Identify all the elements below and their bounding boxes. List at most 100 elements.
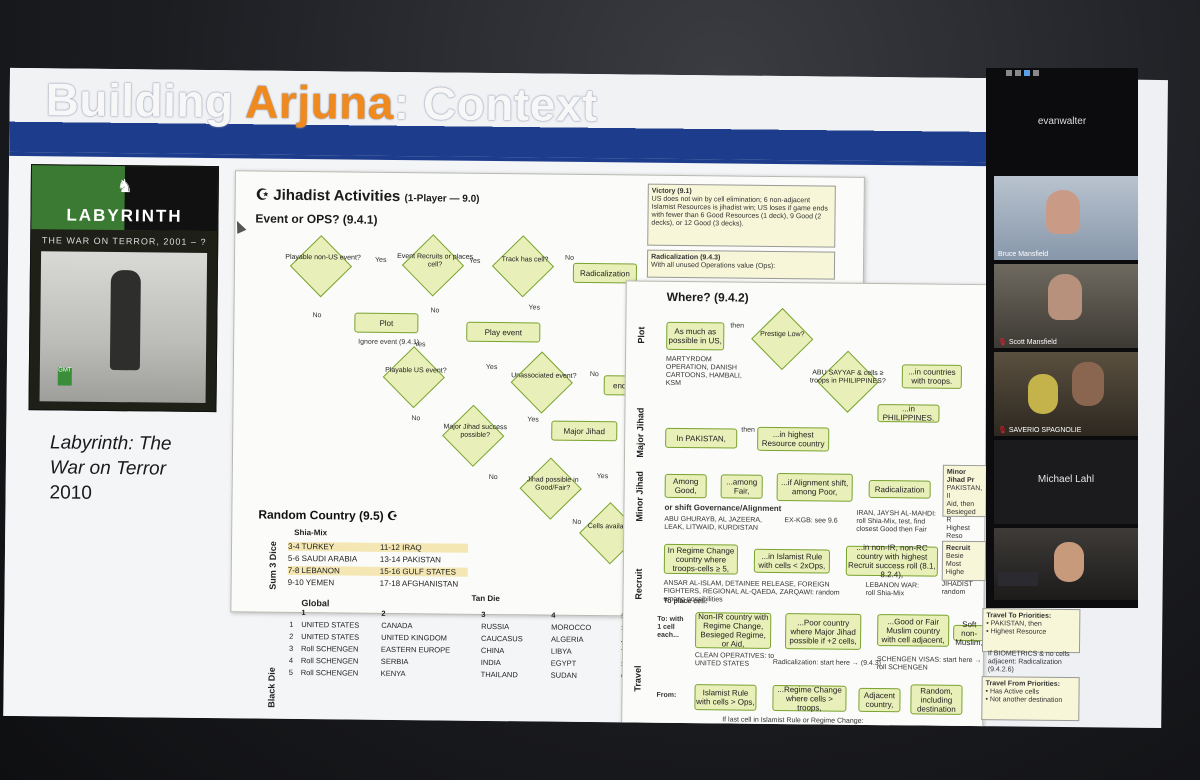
radicalization-start: Radicalization: start here → (9.4.3) [772, 658, 882, 668]
gallery-view-icon[interactable] [1024, 70, 1030, 76]
shia-mix-label: Shia-Mix [294, 527, 328, 538]
node-islamist-rule: ...in Islamist Rule with cells < 2xOps, [753, 548, 831, 574]
global-table-cell: Roll SCHENGEN [300, 656, 359, 666]
node-pakistan: In PAKISTAN, [665, 427, 738, 449]
panel-subtitle: Event or OPS? (9.4.1) [255, 211, 378, 227]
schengen-note: SCHENGEN VISAS: start here → roll SCHENG… [876, 656, 982, 672]
grid-view-icon[interactable] [1006, 70, 1012, 76]
diamond-label: Jihad possible in Good/Fair? [526, 476, 579, 492]
global-table-cell: KENYA [380, 668, 406, 679]
video-call-panel: evanwalter Bruce Mansfield 🎙Scott Mansfi… [986, 68, 1138, 608]
global-table-cell: INDIA [480, 657, 501, 668]
node-align-shift: ...if Alignment shift, among Poor, [776, 472, 853, 502]
yes-label: Yes [528, 304, 541, 312]
diamond-label: Track has cell? [501, 256, 549, 264]
title-part2: : Context [393, 76, 598, 132]
yes-label: Yes [596, 473, 609, 481]
global-table-cell: SERBIA [380, 656, 409, 667]
caption-year: 2010 [49, 482, 92, 504]
rc-cell: 3-4 TURKEY [287, 541, 335, 552]
rc-cell: 9-10 YEMEN [287, 577, 335, 588]
node-philippines: ...in PHILIPPINES. [877, 404, 940, 423]
no-label: No [312, 312, 322, 320]
global-table-cell: ALGERIA [551, 634, 584, 644]
diamond-event-recruits: Event Recruits or places cell? [395, 233, 476, 298]
participant-face [1054, 542, 1084, 582]
caption-line2: War on Terror [49, 457, 167, 480]
node-non-ir: ...in non-IR, non-RC country with highes… [845, 543, 939, 579]
diamond-label: Event Recruits or places cell? [397, 253, 474, 269]
recruit-box-title: Recruit [946, 544, 971, 553]
radicalization-title: Radicalization (9.4.3) [651, 253, 721, 262]
tan-die-label: Tan Die [471, 593, 500, 604]
participant-name-row: 🎙SAVERIO SPAGNOLIE [998, 426, 1081, 434]
participant-tile-1[interactable]: Bruce Mansfield [994, 176, 1138, 260]
muted-mic-icon: 🎙 [998, 339, 1007, 346]
ttp-item: Highest Resource [990, 628, 1047, 636]
participant-tile-3[interactable]: 🎙SAVERIO SPAGNOLIE [994, 352, 1138, 436]
node-travel-goodfair: ...Good or Fair Muslim country with cell… [877, 614, 950, 647]
black-die-label: Black Die [266, 667, 277, 708]
radicalization-text: With all unused Operations value (Ops): [650, 261, 776, 270]
strip-view-icon[interactable] [1033, 70, 1039, 76]
tfp-item: Not another destination [989, 696, 1063, 704]
global-table-cell: CAUCASUS [481, 633, 523, 644]
minor-box-item: Besieged R [946, 508, 976, 524]
diamond-major-jihad-q: Major Jihad success possible? [433, 403, 518, 470]
from-label: From: [656, 691, 677, 699]
recruit-box-item: Most [945, 560, 962, 568]
travel-to-label: To: with 1 cell each... [657, 615, 684, 639]
tfp-title: Travel From Priorities: [985, 680, 1060, 688]
game-box-image: ♞ LABYRINTH THE WAR ON TERROR, 2001 – ? … [28, 164, 220, 413]
global-table-cell: Roll SCHENGEN [300, 668, 359, 678]
presentation-slide: Building Arjuna: Context ♞ LABYRINTH THE… [3, 67, 995, 729]
no-label: No [589, 371, 599, 379]
global-table-cell: UNITED STATES [301, 632, 360, 642]
plot-notes: MARTYRDOM OPERATION, DANISH CARTOONS, HA… [665, 355, 742, 387]
view-toggle-icons[interactable] [1006, 70, 1039, 76]
participant-tile-4[interactable]: Michael Lahl [994, 440, 1138, 524]
keyboard [998, 572, 1038, 586]
no-label: No [430, 307, 440, 315]
global-table-cell: 5 [288, 667, 293, 677]
global-table-cell: MOROCCO [551, 622, 592, 633]
global-table-cell: UNITED KINGDOM [381, 632, 447, 643]
no-label: No [565, 254, 575, 262]
node-random-dest: Random, including destination [910, 684, 963, 715]
recruit-box-item: Highe [945, 568, 965, 576]
slide-title: Building Arjuna: Context [45, 72, 598, 132]
node-soft-nonmuslim: Soft non-Muslim, [953, 619, 986, 647]
tfp-item: Has Active cells [989, 688, 1040, 696]
publisher-logo: GMT [57, 367, 72, 386]
participant-tile-5[interactable] [994, 528, 1138, 600]
diamond-playable-nonus: Playable non-US event? [283, 234, 364, 299]
where-title: Where? (9.4.2) [666, 289, 749, 305]
global-table-cell: CHINA [480, 645, 505, 656]
participant-tile-2[interactable]: 🎙Scott Mansfield [994, 264, 1138, 348]
title-part1: Building [45, 73, 246, 128]
global-table-cell: RUSSIA [481, 621, 510, 632]
participant-name: Scott Mansfield [1008, 339, 1057, 346]
diamond-track-cell: Track has cell? [487, 234, 564, 299]
title-accent: Arjuna [244, 75, 395, 129]
section-plot: Plot [636, 326, 647, 344]
node-highest-resource: ...in highest Resource country [757, 426, 830, 452]
speaker-view-icon[interactable] [1015, 70, 1021, 76]
section-travel: Travel [632, 665, 643, 692]
diamond-label: Prestige Low? [760, 330, 805, 339]
node-from-regime: ...Regime Change where cells > troops, [772, 685, 847, 712]
global-table-cell: THAILAND [480, 669, 518, 680]
participant-name: Michael Lahl [1037, 474, 1095, 485]
global-table-cell: SUDAN [550, 670, 578, 680]
biometrics-note: If BIOMETRICS & no cells adjacent: Radic… [987, 650, 1070, 674]
node-countries-troops: ...in countries with troops. [901, 364, 962, 389]
to-place-cell: To place cell: [663, 597, 708, 606]
soldier-figure [109, 270, 141, 371]
participant-face [1028, 374, 1058, 414]
header-cell: 2 [381, 608, 386, 618]
node-major-jihad: Major Jihad [551, 420, 618, 442]
global-table-cell: 2 [289, 631, 294, 641]
